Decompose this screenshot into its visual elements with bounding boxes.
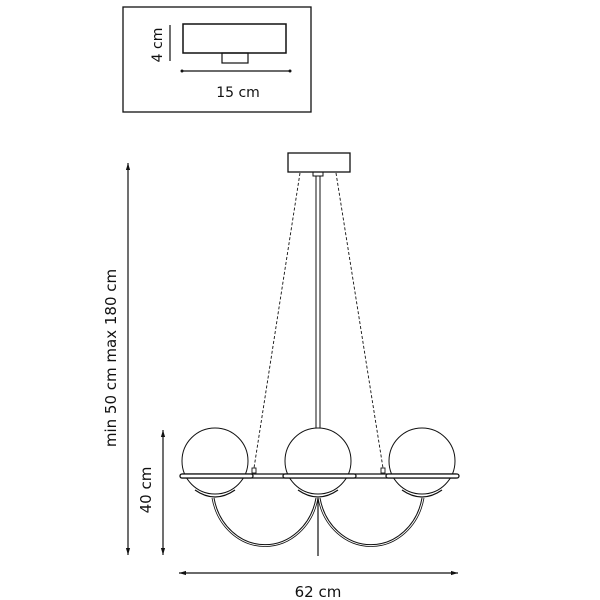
arc-arm-left: [213, 497, 317, 546]
inset-width-label: 15 cm: [216, 85, 260, 101]
globe-right: [388, 427, 456, 495]
canopy-collar: [312, 171, 324, 177]
chandelier-body: [179, 152, 460, 556]
globe-cup-center: [297, 489, 339, 498]
canopy-inset: 4 cm 15 cm: [122, 6, 312, 113]
globe-left: [181, 427, 249, 495]
width-label: 62 cm: [295, 583, 342, 600]
total-height-label: min 50 cm max 180 cm: [102, 269, 120, 447]
globe-cup-right: [401, 489, 443, 498]
suspension-wire-right: [335, 172, 384, 469]
globe-cup-left: [194, 489, 236, 498]
body-height-label: 40 cm: [137, 467, 155, 514]
canopy-mount: [221, 52, 249, 64]
arc-arm-right: [319, 497, 423, 546]
globe-center: [284, 427, 352, 495]
inset-frame: [122, 6, 312, 113]
dimensions: [125, 163, 458, 576]
canopy-plate: [182, 23, 287, 54]
ceiling-canopy: [287, 152, 351, 173]
suspension-wire-left: [253, 172, 301, 469]
inset-height-label: 4 cm: [150, 28, 166, 63]
